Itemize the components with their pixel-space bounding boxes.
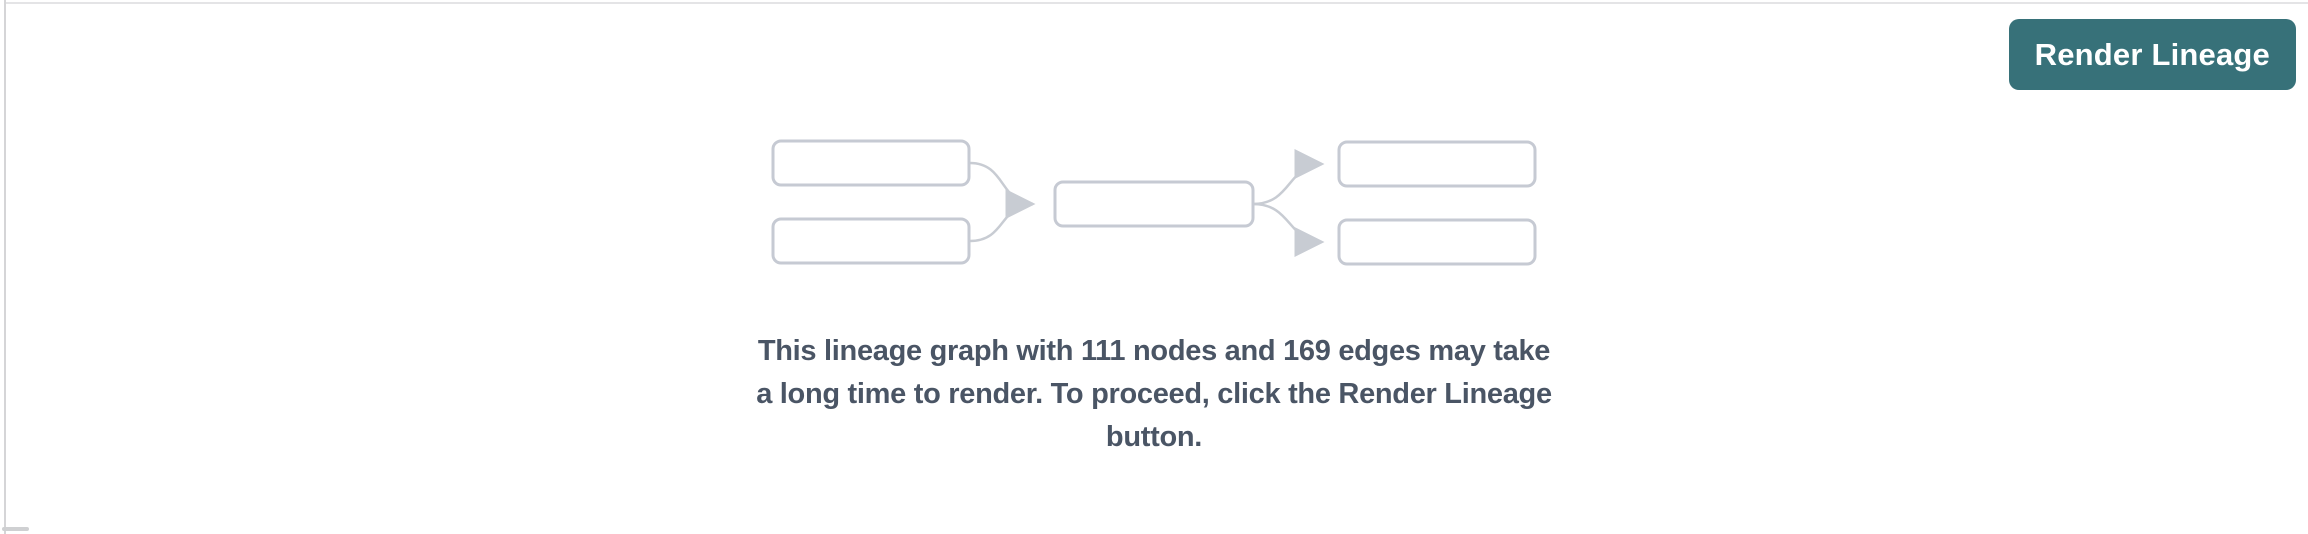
lineage-warning-message: This lineage graph with 111 nodes and 16… (756, 330, 1552, 459)
panel-top-border (6, 2, 2308, 4)
horizontal-scrollbar-thumb[interactable] (2, 527, 29, 531)
message-line: a long time to render. To proceed, click… (756, 378, 1552, 410)
placeholder-node (1337, 140, 1537, 188)
placeholder-node (1053, 180, 1255, 228)
empty-state: This lineage graph with 111 nodes and 16… (0, 138, 2308, 459)
edge-arrow (969, 202, 1034, 243)
edge-arrow (1252, 149, 1325, 206)
message-line: button. (1105, 421, 1203, 453)
placeholder-node (1337, 218, 1537, 266)
render-lineage-button[interactable]: Render Lineage (2008, 19, 2296, 90)
edge-arrow (1252, 202, 1325, 257)
placeholder-node (771, 217, 971, 265)
edge-arrow (969, 161, 1036, 219)
placeholder-node (771, 139, 971, 187)
panel-left-border (4, 0, 6, 534)
message-line: This lineage graph with 111 nodes and 16… (757, 335, 1551, 367)
lineage-placeholder-diagram (771, 139, 1537, 266)
